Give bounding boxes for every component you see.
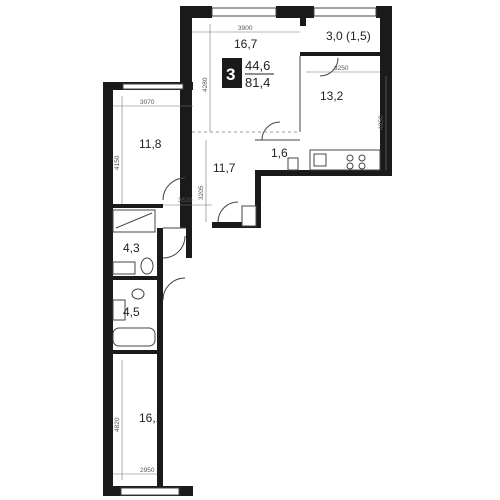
room-label-kitchen: 13,2 [320, 89, 344, 103]
room-label-bath-2: 4,5 [123, 305, 140, 319]
wall-balcony-left [300, 6, 306, 26]
room-label-bath-1: 4,3 [123, 241, 140, 255]
rooms-count: 3 [226, 65, 235, 84]
window-bedroom-top [122, 83, 184, 90]
rooms-count-box [222, 58, 242, 88]
dim-hall-width: 3520 [178, 197, 193, 204]
total-area: 81,4 [245, 75, 270, 90]
bathtub-1-diagonal [115, 212, 153, 229]
wall-left-upper [180, 6, 192, 228]
wall-left-outer [103, 82, 113, 496]
dim-bedroom-bottom-height: 4820 [114, 417, 121, 432]
room-label-living-top: 16,7 [234, 37, 258, 51]
dim-bedroom-top-height: 4150 [114, 155, 121, 170]
wall-bath-separator [113, 276, 163, 280]
stove-burner-3 [346, 162, 354, 170]
living-area: 44,6 [245, 58, 270, 73]
sink-bath2 [112, 299, 126, 321]
window-bedroom-bottom [120, 487, 180, 496]
dim-bedroom-bottom-width: 2950 [140, 467, 155, 474]
dim-bedroom-top-width: 3070 [140, 99, 155, 106]
room-label-hall: 11,7 [213, 161, 236, 175]
room-label-bedroom-top: 11,8 [139, 137, 162, 151]
bathtub-2 [112, 327, 156, 347]
door-swing-bath2 [162, 277, 186, 301]
door-swing-bedroom [162, 177, 186, 201]
wall-hall-right [186, 228, 192, 258]
wc-toilet [287, 157, 299, 171]
window-balcony [313, 7, 377, 17]
stove-burner-1 [346, 154, 354, 162]
door-swing-entrance [217, 201, 239, 223]
wall-step-corner [212, 222, 218, 228]
door-swing-wc [261, 121, 281, 141]
windows [120, 7, 377, 496]
wardrobe-hall [241, 205, 257, 227]
room-label-wc: 1,6 [271, 146, 288, 160]
window-living-top [211, 7, 277, 17]
dim-kitchen-width: 3250 [334, 65, 349, 72]
dim-top-width: 3900 [238, 25, 253, 32]
wall-step-horizontal [212, 222, 261, 228]
stove-burner-4 [358, 162, 366, 170]
room-label-balcony: 3,0 (1,5) [326, 29, 371, 43]
dim-top-height: 4280 [202, 77, 209, 92]
dim-hall-height: 3205 [198, 185, 205, 200]
door-swing-balcony [319, 57, 339, 77]
wall-kitchen-bottom [255, 170, 392, 176]
wall-step-vertical [255, 170, 261, 228]
fixtures [112, 149, 381, 347]
sink-bath1 [112, 261, 136, 275]
door-swing-bath1 [162, 235, 186, 259]
wall-balcony-bottom [300, 52, 380, 56]
summary-badge: 3 44,6 81,4 [222, 58, 274, 90]
interior-lines [162, 56, 339, 301]
dim-kitchen-height: 4050 [378, 115, 385, 130]
wall-bath2-bottom [113, 350, 163, 354]
wall-right-lower [157, 228, 163, 496]
dimension-lines [113, 24, 387, 480]
toilet-bath1 [140, 257, 154, 275]
toilet-bath2 [131, 288, 145, 300]
wall-top-mid-segment [276, 6, 314, 18]
kitchen-sink [313, 153, 327, 167]
stove-burner-2 [358, 154, 366, 162]
wall-bath1-top [113, 204, 163, 208]
room-label-bedroom-bottom: 16,1 [139, 411, 163, 425]
